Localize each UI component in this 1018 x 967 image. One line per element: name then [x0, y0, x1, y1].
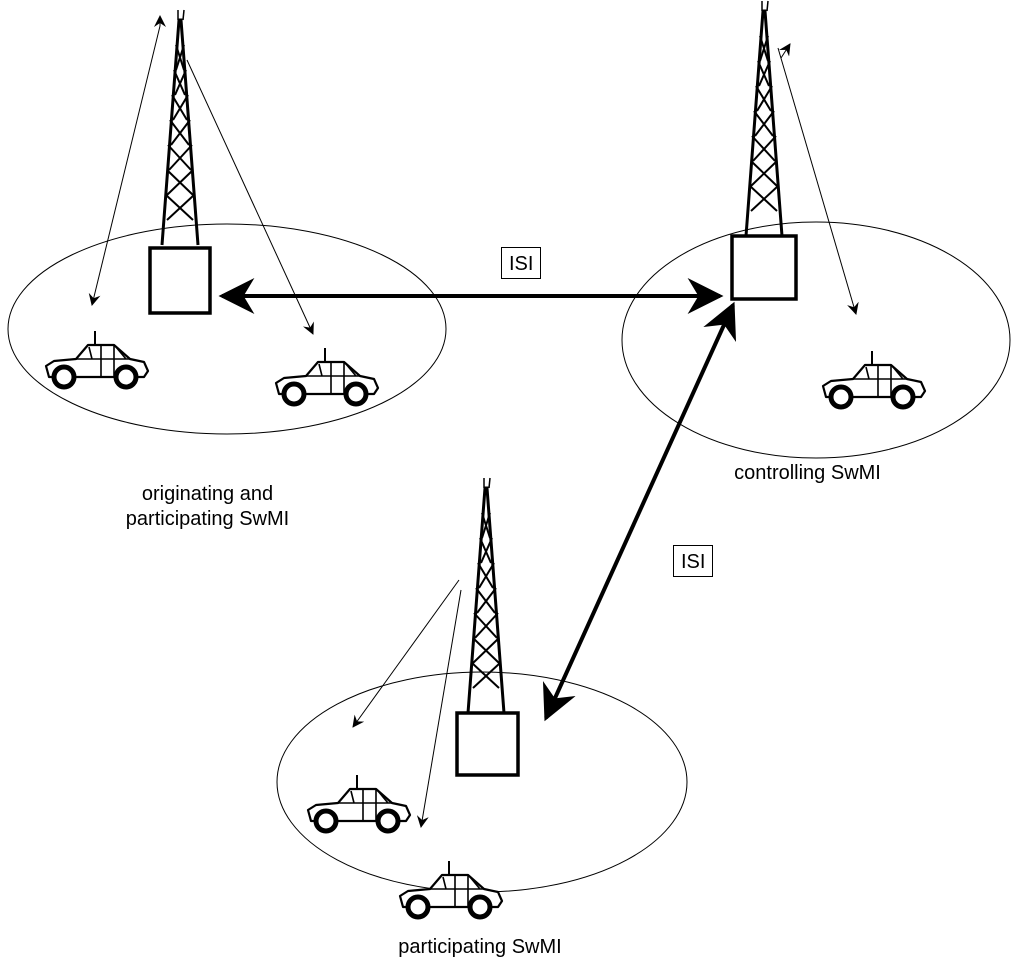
base-station-box: [730, 234, 798, 301]
originating-swmi-cell: [7, 8, 447, 435]
radio-tower-icon: [466, 476, 506, 715]
car-icon: [46, 331, 148, 387]
radio-link-arrow: [88, 25, 161, 306]
isi-label-lower: ISI: [673, 545, 714, 577]
controlling-swmi-caption: controlling SwMI: [734, 462, 881, 484]
radio-link-arrow: [779, 43, 791, 59]
originating-swmi-caption: originating and participating SwMI: [95, 482, 320, 532]
isi-link-arrow: [542, 301, 737, 722]
participating-swmi-cell: [276, 476, 688, 917]
car-icon: [400, 861, 502, 917]
caption-line: originating and: [141, 483, 274, 505]
isi-label-top: ISI: [501, 247, 542, 279]
caption-line: participating SwMI: [125, 508, 290, 530]
base-station-box: [148, 246, 212, 315]
coverage-ellipse: [7, 223, 447, 435]
participating-swmi-caption: participating SwMI: [398, 936, 562, 958]
radio-tower-icon: [160, 8, 200, 247]
car-icon: [308, 775, 410, 831]
controlling-swmi-cell: [621, 0, 1011, 459]
car-icon: [276, 348, 378, 404]
radio-link-arrow: [352, 579, 460, 728]
radio-link-arrow: [777, 47, 859, 315]
radio-tower-icon: [744, 0, 784, 238]
coverage-ellipse: [276, 671, 688, 893]
radio-link-arrow: [416, 589, 462, 828]
car-icon: [823, 351, 925, 407]
base-station-box: [455, 711, 520, 777]
